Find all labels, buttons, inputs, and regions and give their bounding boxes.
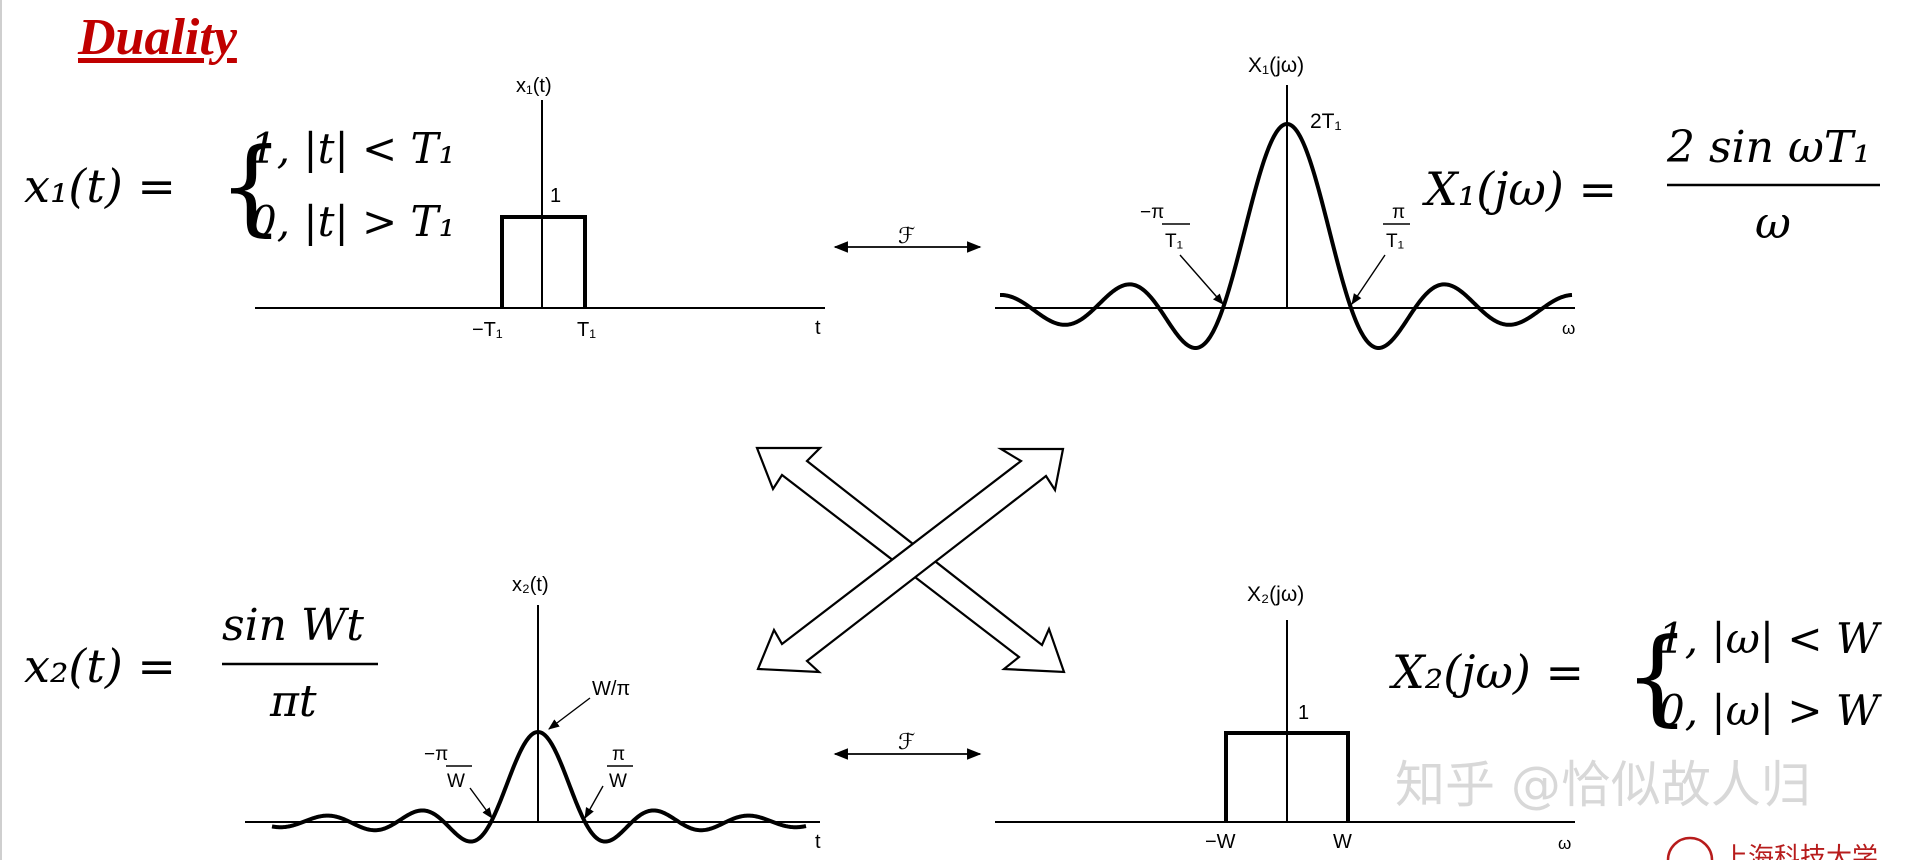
spectrum-rect-curve xyxy=(1224,731,1350,822)
omega-axis-label-bottom: ω xyxy=(1558,834,1571,853)
x1-eq-brace: { xyxy=(218,125,284,247)
x1-equation: x₁(t) = { 1, |t| < T₁ 0, |t| > T₁ xyxy=(24,124,455,247)
spectrum-height-label: 1 xyxy=(1298,702,1309,724)
neg-zero-num: −π xyxy=(1140,202,1164,223)
x1-axis-label: x₁(t) xyxy=(516,75,552,97)
arrow-tr-to-bl xyxy=(756,447,1065,674)
x2-axis-label: x₂(t) xyxy=(512,574,549,596)
zero-pointer-right-2 xyxy=(584,785,604,819)
x2-eq-denominator: πt xyxy=(269,676,317,727)
zero-pointer-left-2 xyxy=(469,787,493,819)
fourier-pair-arrow-bottom: ℱ xyxy=(833,730,982,760)
X1-eq-numerator: 2 sin ωT₁ xyxy=(1666,122,1871,173)
X2-case-1: 1, |ω| < W xyxy=(1658,614,1883,663)
sinc-curve xyxy=(1000,121,1573,350)
slide-edge xyxy=(0,0,2,860)
zero-pointer-right xyxy=(1351,254,1386,305)
x1-case-2: 0, |t| > T₁ xyxy=(250,197,455,246)
x2-eq-numerator: sin Wt xyxy=(222,600,364,651)
pos-W-label: W xyxy=(1333,831,1352,853)
X1-equation: X₁(jω) = 2 sin ωT₁ ω xyxy=(1422,122,1880,249)
neg-zero-num-2: −π xyxy=(424,744,448,765)
rect-pulse-plot: x₁(t) 1 −T₁ T₁ t xyxy=(255,75,825,341)
pos-zero-num-2: π xyxy=(612,744,625,765)
slide-title: Duality xyxy=(78,9,237,66)
omega-axis-label: ω xyxy=(1562,319,1575,338)
watermark-text: 知乎 @恰似故人归 xyxy=(1395,756,1811,814)
x2-eq-lhs: x₂(t) = xyxy=(24,639,176,693)
sinc-time-curve xyxy=(271,729,807,844)
peak-W-over-pi-label: W/π xyxy=(592,678,630,700)
sinc-spectrum-plot: X₁(jω) 2T₁ −π T₁ π T₁ ω xyxy=(995,54,1575,350)
fourier-symbol-bottom: ℱ xyxy=(898,730,915,755)
university-seal-icon xyxy=(1666,836,1714,860)
X1-eq-denominator: ω xyxy=(1755,198,1791,249)
neg-zero-den-2: W xyxy=(447,771,465,792)
x1-eq-lhs: x₁(t) = xyxy=(24,159,176,213)
t-axis-label-bottom: t xyxy=(815,831,821,853)
X2-equation: X₂(jω) = { 1, |ω| < W 0, |ω| > W xyxy=(1389,614,1883,737)
pos-T1-label: T₁ xyxy=(577,319,596,341)
university-logo-text: 上海科技大学 xyxy=(1722,843,1878,860)
fourier-pair-arrow-top: ℱ xyxy=(833,224,982,253)
neg-W-label: −W xyxy=(1205,831,1236,853)
pos-zero-den: T₁ xyxy=(1386,231,1404,252)
t-axis-label: t xyxy=(815,317,821,339)
university-logo: 上海科技大学 xyxy=(1666,836,1878,860)
rect-spectrum-plot: X₂(jω) 1 −W W ω xyxy=(995,583,1575,853)
X1-axis-label: X₁(jω) xyxy=(1248,54,1304,77)
x2-equation: x₂(t) = sin Wt πt xyxy=(24,600,378,727)
X2-eq-brace: { xyxy=(1624,615,1690,737)
X2-eq-lhs: X₂(jω) = xyxy=(1389,645,1584,699)
sinc-time-plot: x₂(t) W/π −π W π W t xyxy=(245,574,821,853)
pulse-curve xyxy=(500,215,587,308)
X1-eq-lhs: X₁(jω) = xyxy=(1422,162,1617,216)
X2-axis-label: X₂(jω) xyxy=(1247,583,1304,606)
pulse-height-label: 1 xyxy=(550,185,561,207)
fourier-symbol-top: ℱ xyxy=(898,224,915,249)
pos-zero-num: π xyxy=(1392,202,1405,223)
x1-case-1: 1, |t| < T₁ xyxy=(250,124,455,173)
X2-case-2: 0, |ω| > W xyxy=(1658,686,1883,735)
zero-pointer-left xyxy=(1179,254,1224,305)
duality-cross-arrows xyxy=(755,446,1066,674)
peak-2T1-label: 2T₁ xyxy=(1310,110,1342,133)
neg-T1-label: −T₁ xyxy=(472,319,503,341)
neg-zero-den: T₁ xyxy=(1165,231,1183,252)
peak-pointer xyxy=(548,697,591,730)
pos-zero-den-2: W xyxy=(609,771,627,792)
